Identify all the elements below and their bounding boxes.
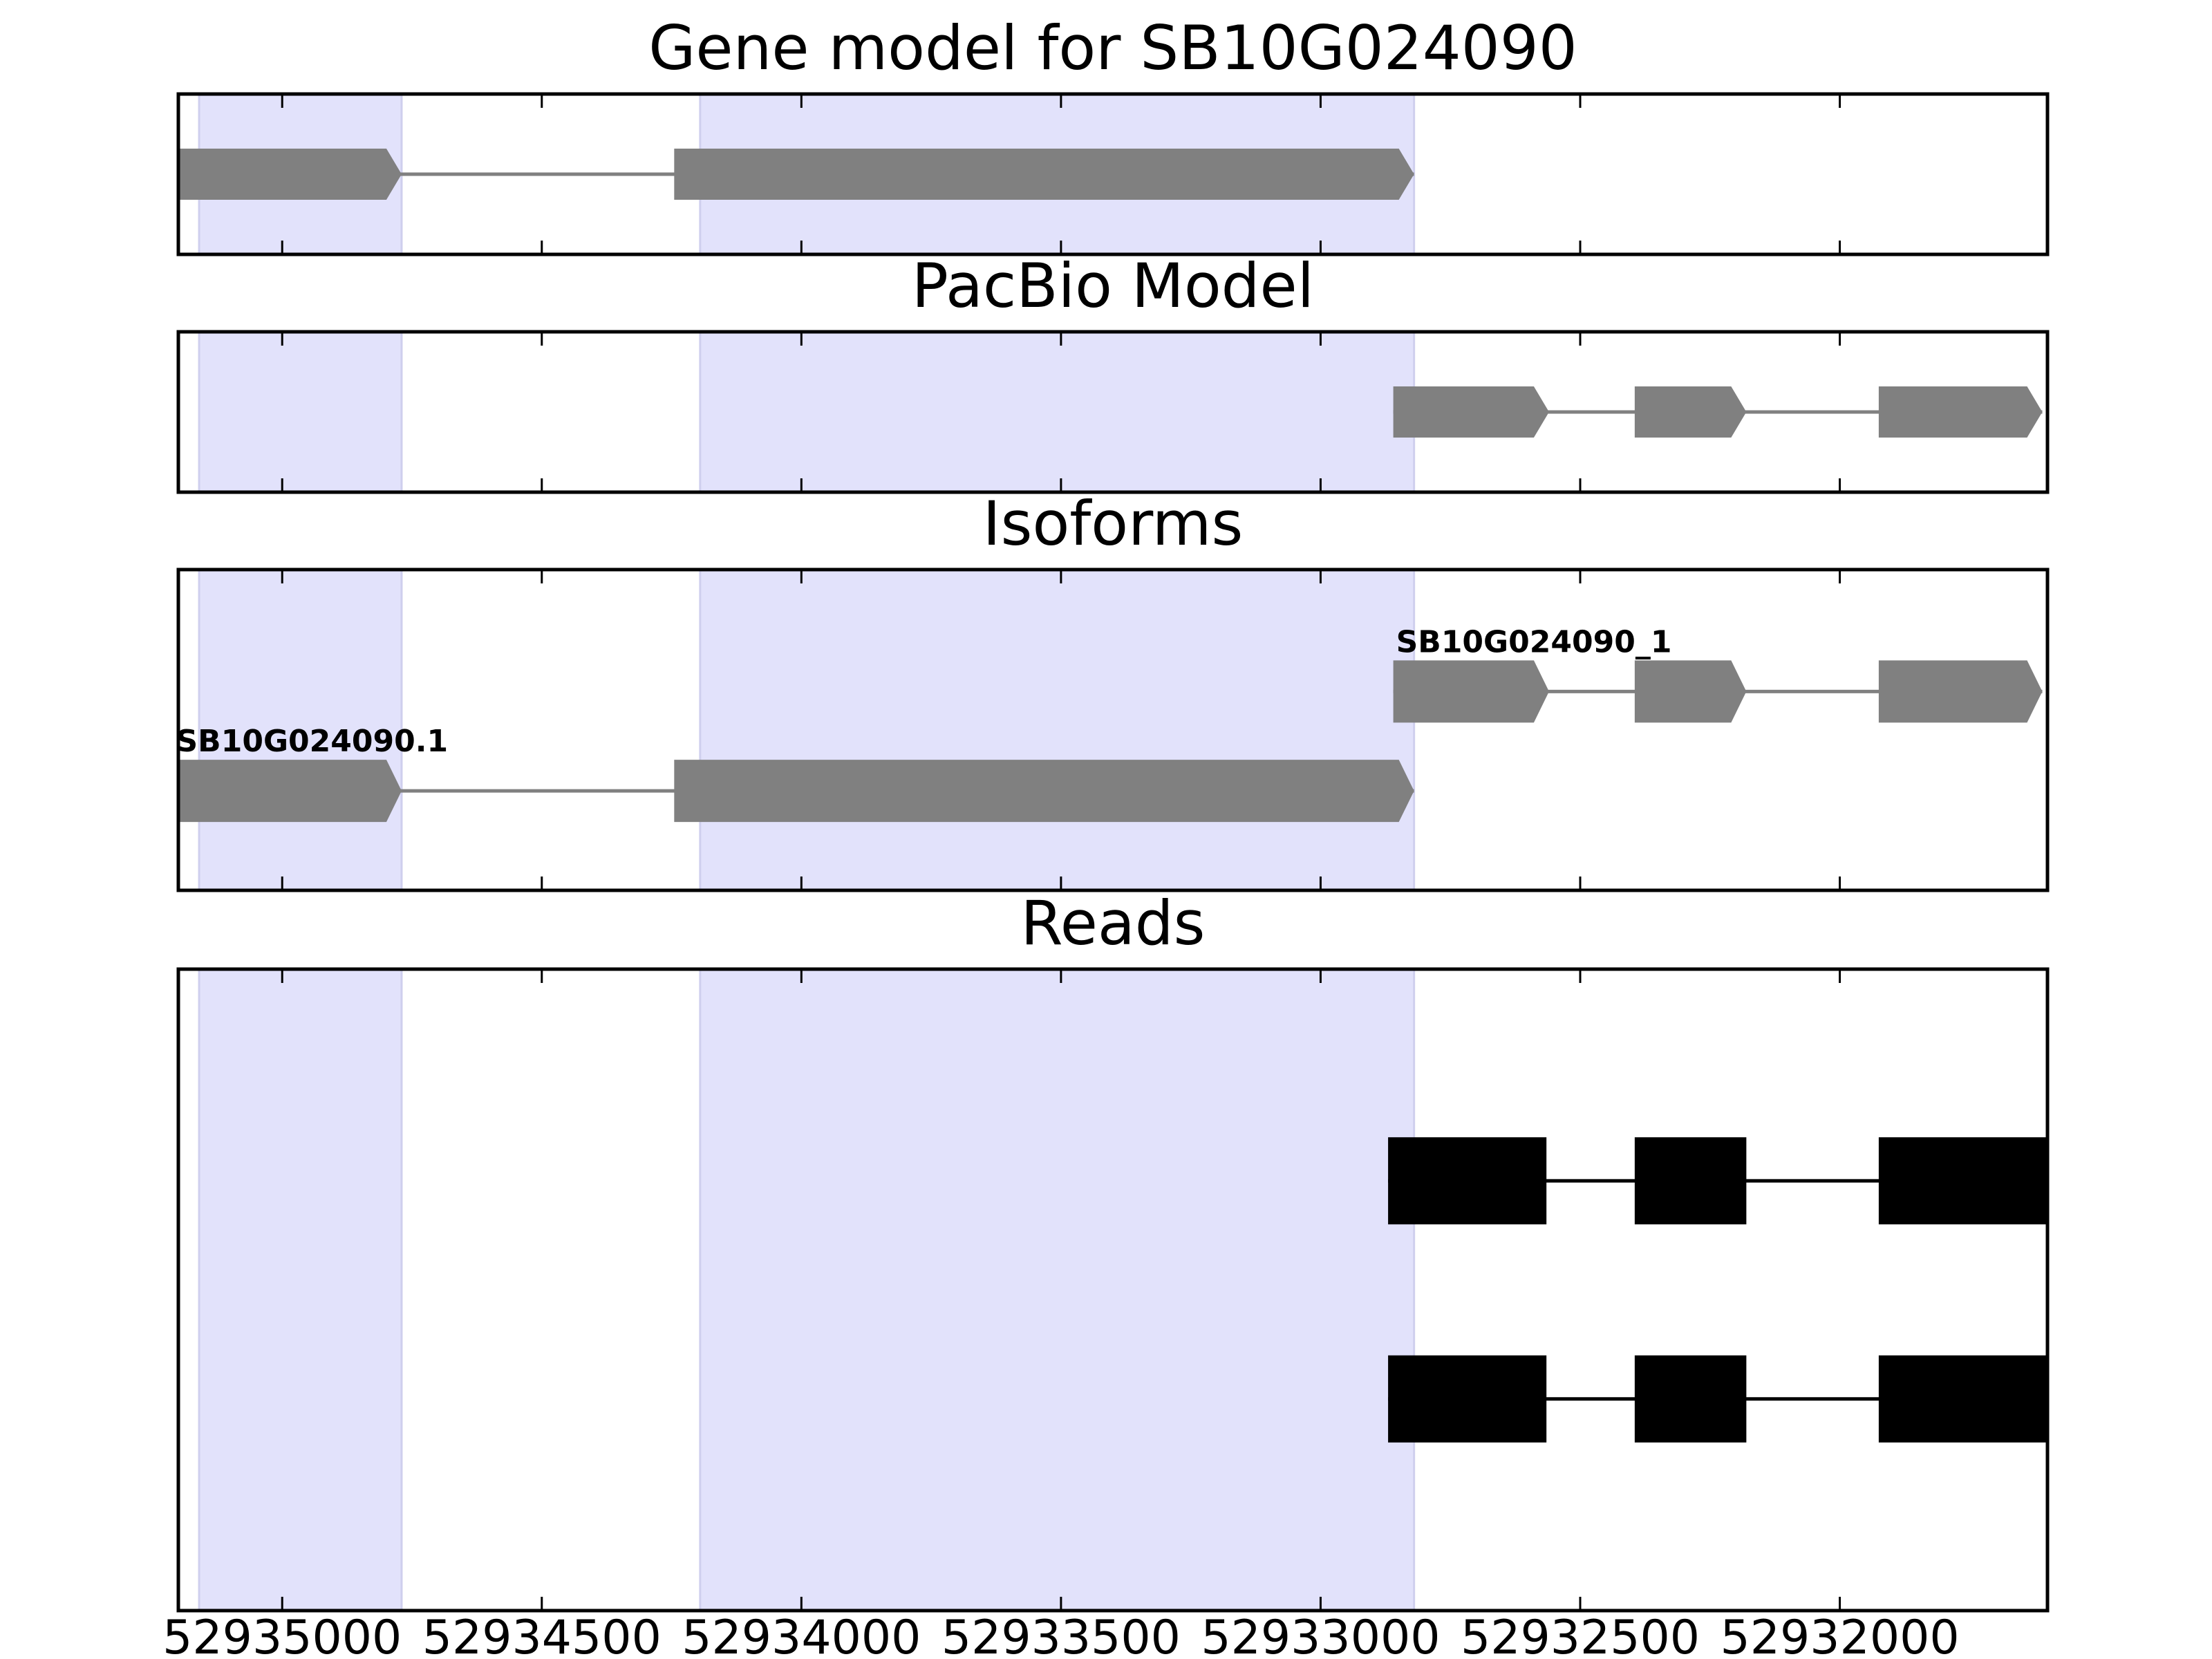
x-tick-label: 52934000 — [682, 1611, 921, 1659]
panel-2: PacBio Model — [176, 250, 2050, 494]
panel-plot-area — [198, 969, 2047, 1611]
transcript-track — [178, 760, 1414, 823]
transcript-track — [1393, 386, 2043, 438]
panel-title: Reads — [1021, 888, 1206, 959]
panel-frame — [176, 967, 2050, 1613]
transcript-track — [178, 149, 1414, 200]
exon-arrow — [1393, 660, 1549, 723]
exon-arrow — [1878, 386, 2043, 438]
read-exon-block — [1634, 1137, 1747, 1225]
panel-plot-area — [178, 94, 1416, 254]
transcript-track — [1393, 660, 2043, 723]
panel-frame — [176, 92, 2050, 256]
panel-plot-area — [178, 570, 2043, 890]
exon-arrow — [178, 149, 402, 200]
read-exon-block — [1878, 1137, 2047, 1225]
read-track — [1388, 1355, 2047, 1443]
panel-frame — [176, 330, 2050, 494]
exon-arrow — [1393, 386, 1549, 438]
isoform-label: SB10G024090.1 — [176, 724, 448, 759]
read-exon-block — [1878, 1355, 2047, 1443]
exon-arrow — [1634, 386, 1747, 438]
panel-1: Gene model for SB10G024090 — [176, 12, 2050, 256]
isoform-label: SB10G024090_1 — [1396, 624, 1672, 659]
x-tick-label: 52932000 — [1721, 1611, 1960, 1659]
highlight-region — [198, 570, 403, 890]
x-tick-label: 52935000 — [162, 1611, 402, 1659]
panel-title: Isoforms — [983, 488, 1244, 559]
exon-arrow — [1878, 660, 2043, 723]
exon-arrow — [674, 760, 1414, 823]
panel-title: Gene model for SB10G024090 — [648, 12, 1577, 84]
panel-plot-area — [198, 332, 2043, 492]
exon-arrow — [1634, 660, 1747, 723]
read-exon-block — [1634, 1355, 1747, 1443]
read-exon-block — [1388, 1137, 1547, 1225]
highlight-region — [699, 570, 1416, 890]
x-axis: 52935000 52934500 52934000 52933500 52933000… — [162, 1611, 1959, 1659]
highlight-region — [699, 969, 1416, 1611]
x-tick-label: 52934500 — [422, 1611, 662, 1659]
highlight-region — [699, 332, 1416, 492]
panel-title: PacBio Model — [912, 250, 1314, 321]
highlight-region — [198, 332, 403, 492]
exon-arrow — [178, 760, 402, 823]
x-tick-label: 52933000 — [1201, 1611, 1440, 1659]
exon-arrow — [674, 149, 1414, 200]
read-exon-block — [1388, 1355, 1547, 1443]
highlight-region — [198, 969, 403, 1611]
panel-frame — [176, 568, 2050, 892]
panel-4: Reads — [176, 888, 2050, 1613]
x-tick-label: 52932500 — [1461, 1611, 1700, 1659]
x-tick-label: 52933500 — [941, 1611, 1181, 1659]
read-track — [1388, 1137, 2047, 1225]
